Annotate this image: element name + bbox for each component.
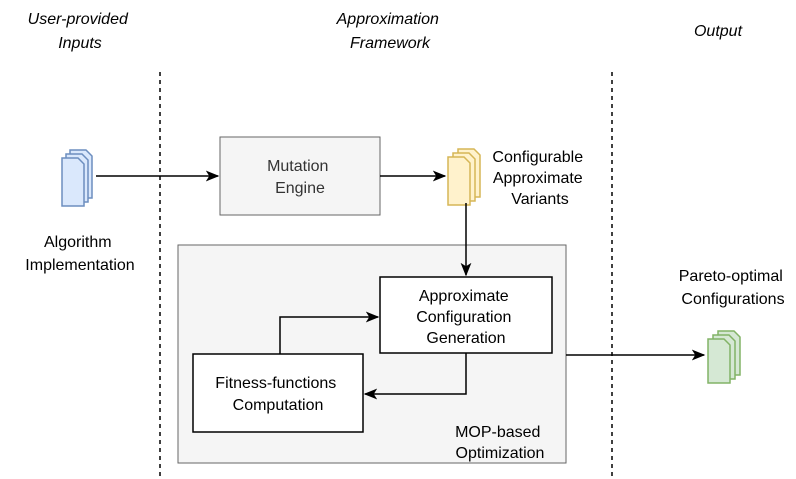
- fitness-computation-label: Fitness-functions Computation: [215, 375, 340, 414]
- multi-document-icon: [61, 149, 93, 207]
- mutation-engine-box: [219, 136, 381, 216]
- approx-config-generation-box: [379, 276, 553, 354]
- multi-document-icon: [447, 148, 481, 206]
- variants-doc-label: Configurable Approximate Variants: [492, 149, 587, 208]
- approx-config-generation-label: Approximate Configuration Generation: [416, 288, 516, 347]
- pareto-doc-label: Pareto-optimal Configurations: [679, 268, 788, 308]
- column-heading-framework: Approximation Framework: [336, 11, 444, 52]
- arrow-fitness-to-generation: [279, 311, 380, 354]
- arrow-generation-to-fitness: [363, 353, 467, 400]
- column-heading-output: Output: [694, 23, 743, 40]
- multi-document-icon: [707, 330, 741, 384]
- fitness-computation-box: [192, 353, 364, 433]
- mop-container-label: MOP-based Optimization: [455, 424, 545, 462]
- mutation-engine-label: Mutation Engine: [267, 158, 333, 197]
- algorithm-doc-label: Algorithm Implementation: [25, 234, 134, 274]
- column-heading-inputs: User-provided Inputs: [28, 11, 133, 52]
